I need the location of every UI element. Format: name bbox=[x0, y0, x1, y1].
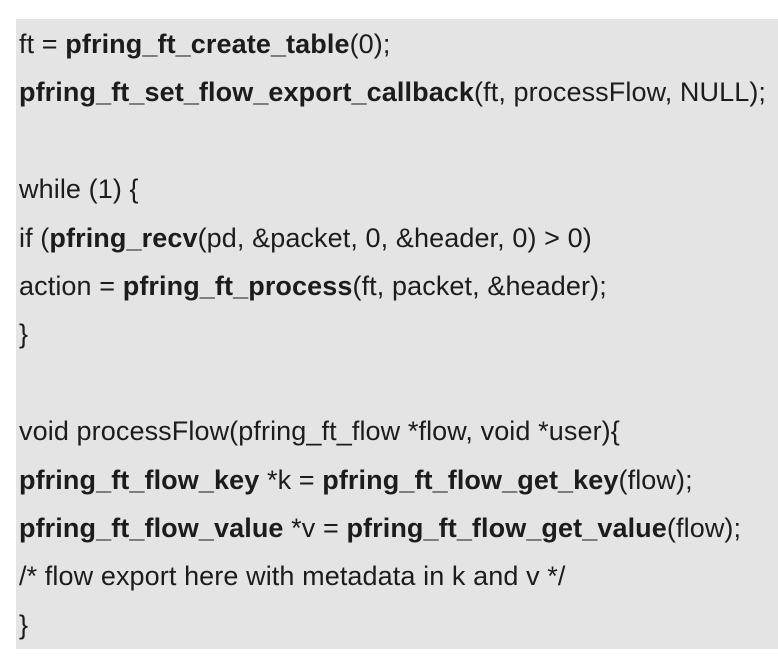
code-block: ft = pfring_ft_create_table(0);pfring_ft… bbox=[16, 19, 778, 649]
code-segment-function-name: pfring_ft_flow_key bbox=[19, 464, 260, 495]
code-segment: ft = bbox=[19, 29, 66, 59]
code-line: action = pfring_ft_process(ft, packet, &… bbox=[19, 262, 772, 310]
code-line: pfring_ft_flow_value *v = pfring_ft_flow… bbox=[19, 504, 772, 552]
code-segment-function-name: pfring_recv bbox=[49, 222, 198, 253]
code-line: ft = pfring_ft_create_table(0); bbox=[19, 20, 772, 68]
code-line: /* flow export here with metadata in k a… bbox=[19, 552, 772, 600]
code-segment: (ft, processFlow, NULL); bbox=[474, 77, 767, 108]
code-line: } bbox=[19, 310, 772, 358]
code-line: } bbox=[19, 601, 772, 649]
code-segment: } bbox=[19, 609, 29, 640]
code-segment-function-name: pfring_ft_flow_value bbox=[19, 512, 284, 543]
code-line: while (1) { bbox=[19, 165, 772, 213]
code-segment: (ft, packet, &header); bbox=[352, 270, 607, 301]
code-line: pfring_ft_set_flow_export_callback(ft, p… bbox=[19, 68, 772, 116]
code-segment-function-name: pfring_ft_process bbox=[122, 270, 353, 301]
code-segment: (pd, &packet, 0, &header, 0) > 0) bbox=[197, 222, 592, 253]
code-segment: if ( bbox=[19, 222, 50, 253]
code-segment: /* flow export here with metadata in k a… bbox=[19, 561, 566, 592]
code-segment: (flow); bbox=[618, 464, 693, 495]
code-segment: (0); bbox=[349, 29, 391, 59]
code-segment: while (1) { bbox=[19, 174, 139, 205]
code-segment: void processFlow(pfring_ft_flow *flow, v… bbox=[19, 416, 620, 447]
code-line: if (pfring_recv(pd, &packet, 0, &header,… bbox=[19, 214, 772, 262]
code-segment-function-name: pfring_ft_set_flow_export_callback bbox=[19, 77, 475, 108]
code-segment: action = bbox=[19, 270, 123, 301]
code-line bbox=[19, 117, 772, 165]
code-line: pfring_ft_flow_key *k = pfring_ft_flow_g… bbox=[19, 456, 772, 504]
code-line: void processFlow(pfring_ft_flow *flow, v… bbox=[19, 407, 772, 455]
code-segment: *k = bbox=[259, 464, 323, 495]
code-line bbox=[19, 359, 772, 407]
code-segment: *v = bbox=[283, 512, 347, 543]
code-segment-function-name: pfring_ft_flow_get_value bbox=[346, 512, 667, 543]
code-segment: } bbox=[19, 319, 29, 350]
code-segment-function-name: pfring_ft_create_table bbox=[65, 29, 350, 59]
code-segment-function-name: pfring_ft_flow_get_key bbox=[322, 464, 619, 495]
code-segment: (flow); bbox=[666, 512, 742, 543]
